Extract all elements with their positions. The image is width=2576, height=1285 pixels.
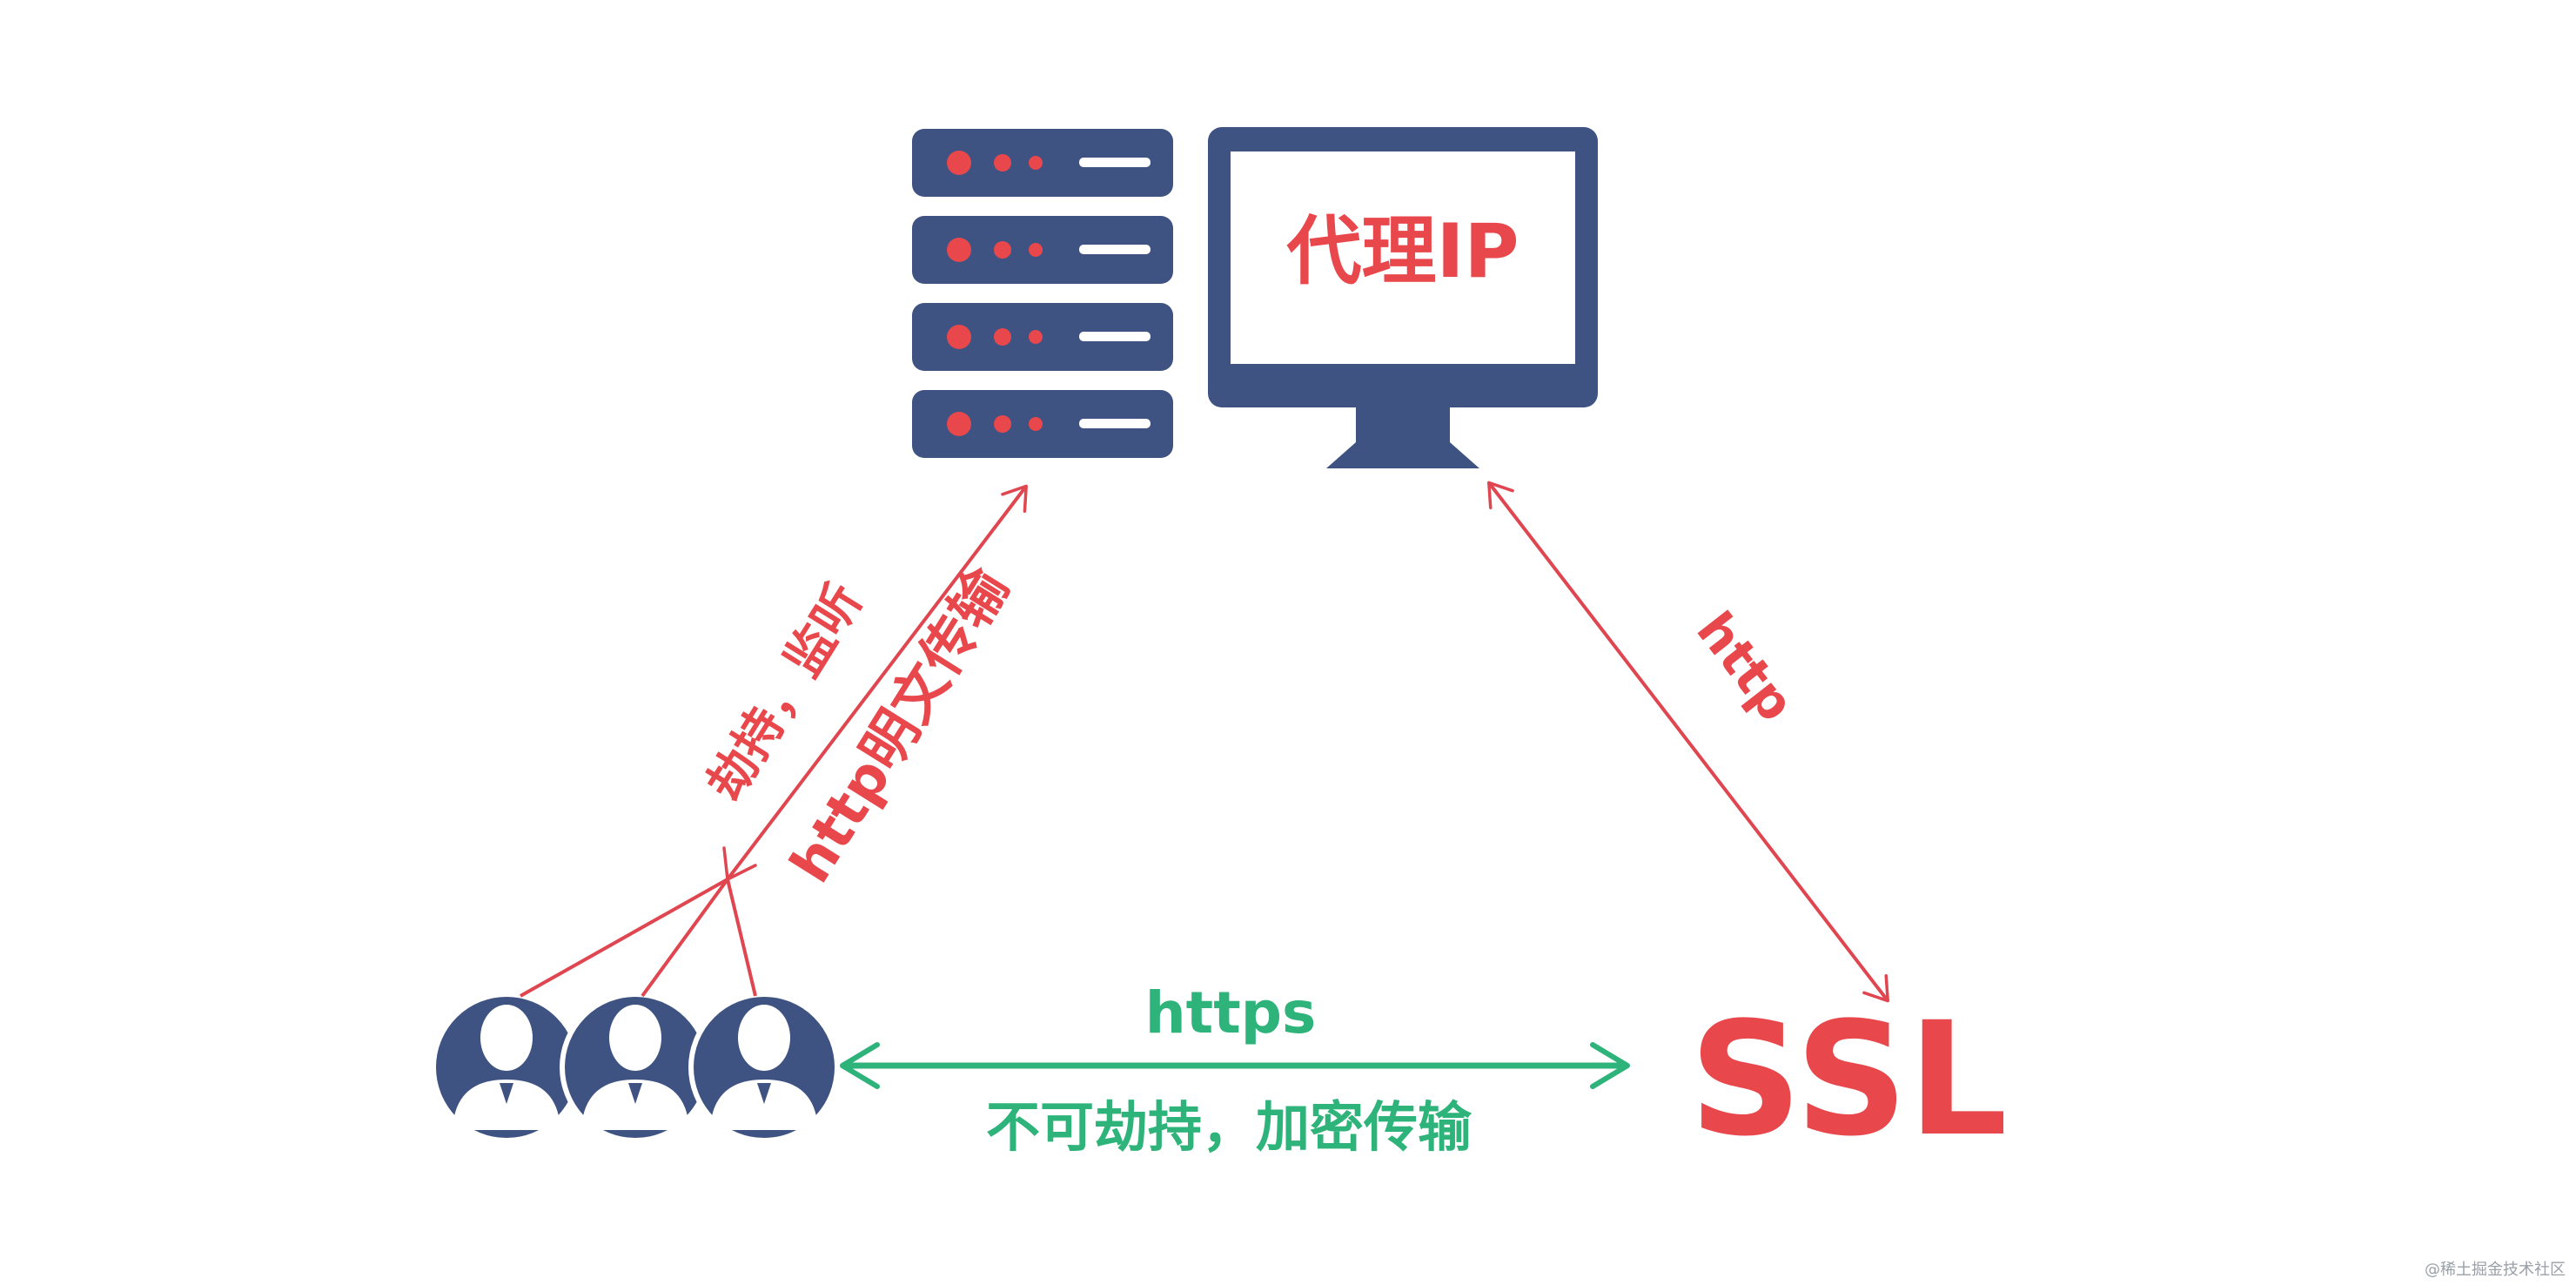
bottom-link-label-top: https [1145,979,1317,1046]
left-link-arrow-tail [722,846,757,881]
server-unit [912,303,1173,371]
right-link-arrow [1487,481,1889,1003]
left-link-arrow [726,484,1028,881]
user-avatar-icon [431,992,582,1143]
monitor-label: 代理IP [1285,208,1519,295]
watermark-text: @稀土掘金技术社区 [2425,1261,2566,1279]
user-avatar-icon [560,992,711,1143]
user-fan-lines [520,878,757,998]
right-link-label: http [1685,601,1806,732]
server-rack-icon [912,129,1173,458]
server-unit [912,216,1173,284]
ssl-label: SSL [1689,989,2008,1171]
monitor-icon [1208,127,1598,468]
server-unit [912,129,1173,197]
bottom-link-label-bottom: 不可劫持，加密传输 [986,1095,1472,1159]
user-avatar-icon [688,992,840,1143]
server-unit [912,390,1173,458]
users-group [431,992,840,1143]
